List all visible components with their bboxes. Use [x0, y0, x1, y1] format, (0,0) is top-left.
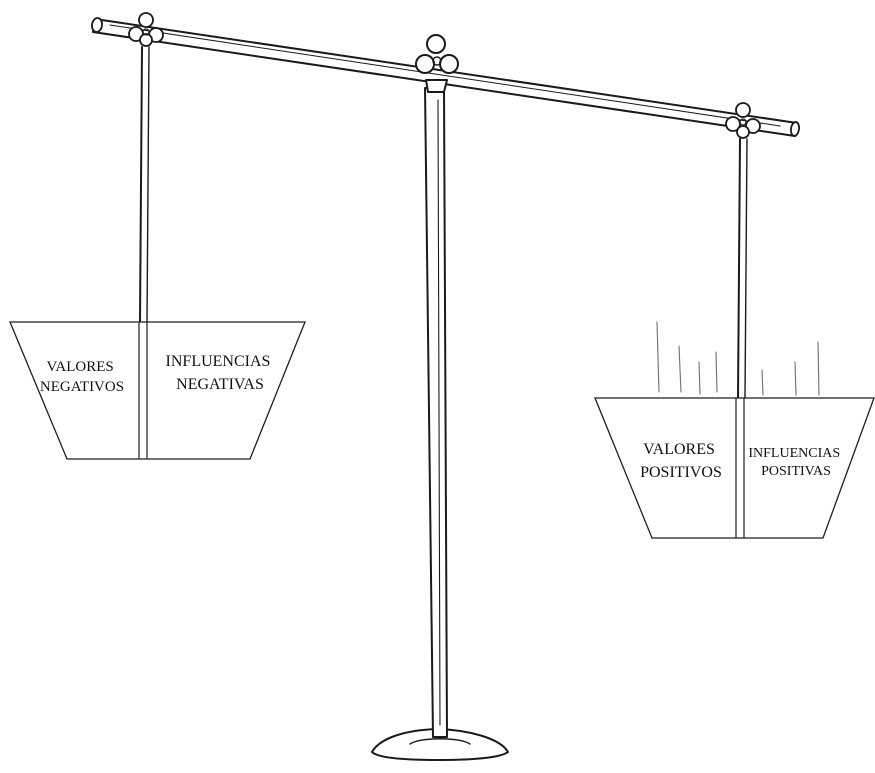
right-pan-left-label: VALORES POSITIVOS: [640, 441, 722, 481]
right-pan-right-label: INFLUENCIAS POSITIVAS: [748, 446, 843, 479]
right-pan: VALORES POSITIVOS INFLUENCIAS POSITIVAS: [594, 397, 875, 539]
scale-base: [371, 728, 509, 761]
center-pivot: [415, 34, 459, 93]
central-pole: [424, 87, 448, 738]
sketch-marks: [269, 321, 820, 396]
left-pan-right-label: INFLUENCIAS NEGATIVAS: [166, 353, 275, 393]
left-pan: VALORES NEGATIVOS INFLUENCIAS NEGATIVAS: [9, 321, 306, 460]
scale-beam: [91, 17, 800, 137]
left-pan-left-label: VALORES NEGATIVOS: [40, 359, 124, 395]
right-hanger: [725, 102, 761, 399]
left-hanger: [128, 12, 164, 323]
